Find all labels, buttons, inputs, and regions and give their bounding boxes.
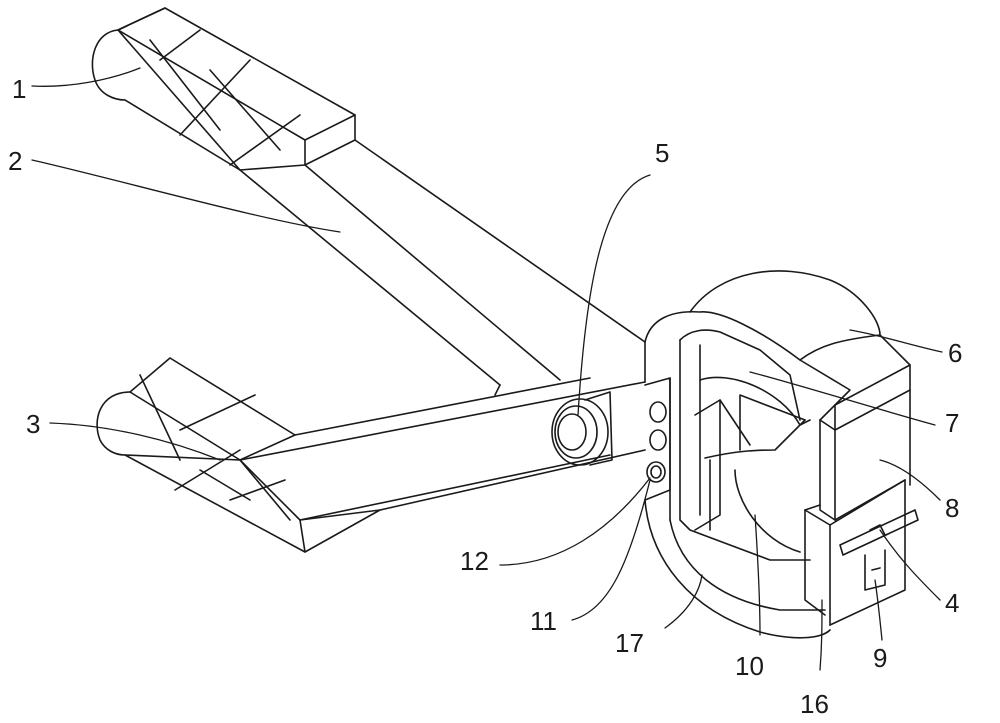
label-17: 17 [615, 628, 644, 658]
clamp-head [644, 270, 919, 639]
pivot-bolt [551, 391, 613, 466]
adjustment-holes [644, 377, 671, 501]
label-2: 2 [8, 146, 22, 176]
label-10: 10 [735, 651, 764, 681]
label-16: 16 [800, 689, 829, 719]
leader-lines [31, 67, 943, 671]
label-4: 4 [945, 588, 959, 618]
upper-handle-grip [91, 7, 356, 171]
lower-handle-grip [96, 357, 381, 553]
label-8: 8 [945, 493, 959, 523]
label-7: 7 [945, 408, 959, 438]
label-3: 3 [26, 409, 40, 439]
label-1: 1 [12, 74, 26, 104]
label-11: 11 [530, 606, 557, 636]
upper-arm [239, 139, 646, 396]
label-6: 6 [948, 338, 962, 368]
lower-arm [239, 377, 646, 521]
label-12: 12 [460, 546, 489, 576]
label-9: 9 [873, 643, 887, 673]
label-5: 5 [655, 138, 669, 168]
reference-numerals: 1 2 3 5 6 7 8 4 9 16 10 17 11 12 [8, 74, 962, 719]
